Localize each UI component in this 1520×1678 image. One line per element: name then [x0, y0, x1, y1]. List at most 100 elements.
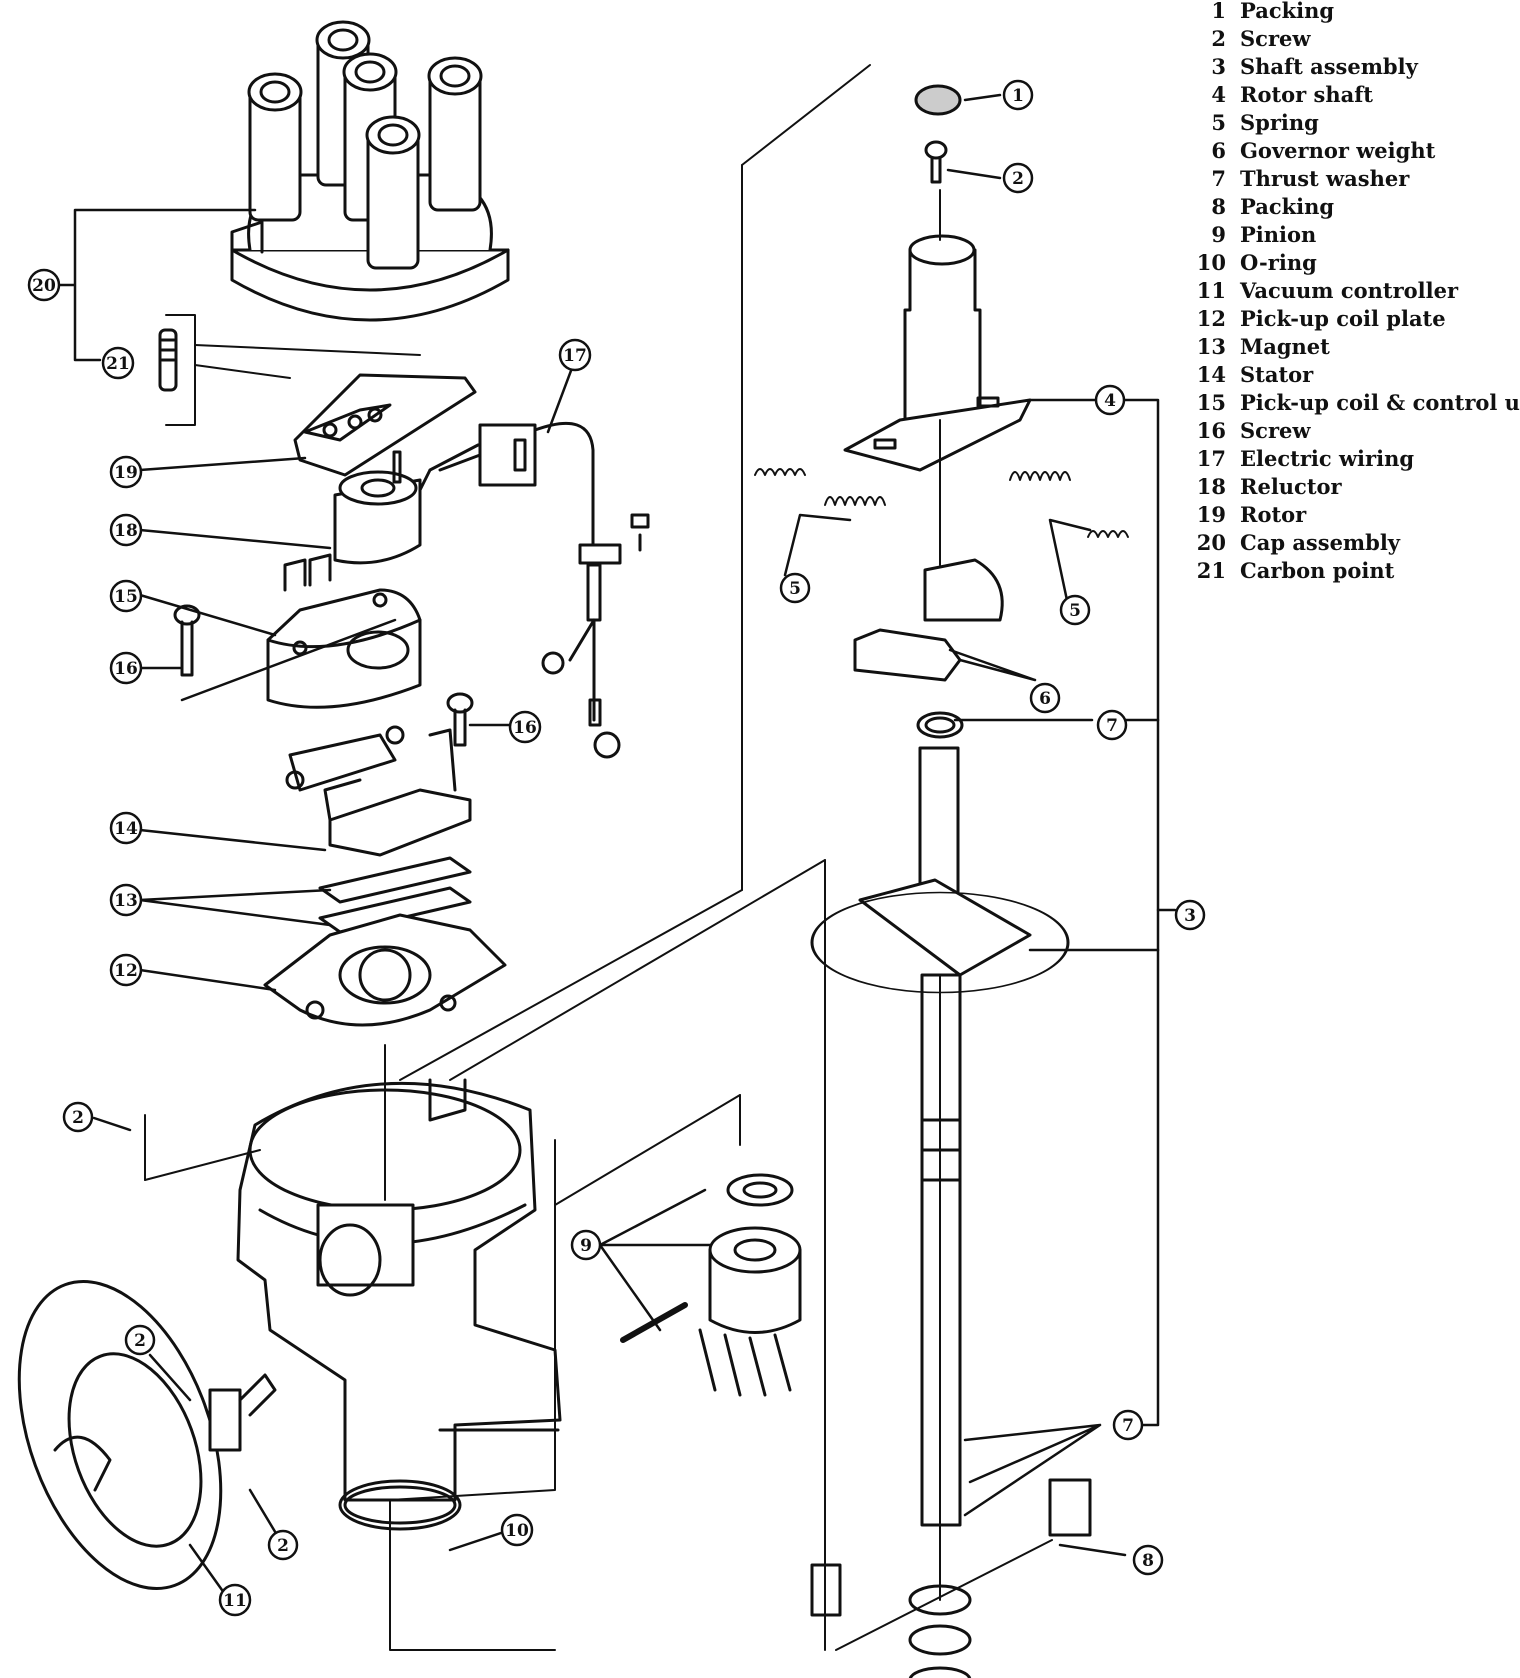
- svg-text:9: 9: [580, 1236, 592, 1256]
- shaft-assembly-drawing: [810, 84, 1092, 1678]
- reluctor-drawing: [333, 450, 422, 565]
- legend-item-name: Reluctor: [1240, 474, 1342, 499]
- legend-item-name: Screw: [1240, 418, 1311, 443]
- legend-item-number: 13: [1196, 334, 1226, 359]
- carbon-point-drawing: [158, 314, 421, 426]
- legend-item-name: Thrust washer: [1240, 166, 1410, 191]
- callout-16a: 16: [109, 651, 143, 685]
- legend-item-number: 12: [1196, 306, 1226, 331]
- callout-leaders: [58, 93, 1177, 1592]
- legend-item-number: 9: [1211, 222, 1226, 247]
- svg-text:20: 20: [32, 276, 56, 296]
- callout-16b: 16: [508, 710, 542, 744]
- callout-4: 4: [1094, 384, 1126, 416]
- svg-text:5: 5: [789, 579, 801, 599]
- svg-text:15: 15: [114, 587, 138, 607]
- legend-item-name: Pinion: [1240, 222, 1317, 247]
- legend-item-name: Shaft assembly: [1240, 54, 1418, 79]
- pickup-coil-plate-drawing: [263, 913, 507, 1027]
- legend-item-number: 7: [1211, 166, 1226, 191]
- legend-item-number: 14: [1196, 362, 1226, 387]
- callout-3: 3: [1174, 899, 1206, 931]
- svg-text:7: 7: [1106, 716, 1118, 736]
- legend-item-name: Spring: [1240, 110, 1319, 135]
- callout-10: 10: [500, 1513, 534, 1547]
- callout-6: 6: [1029, 682, 1061, 714]
- guide-lines: [144, 64, 1053, 1651]
- svg-text:2: 2: [1012, 169, 1024, 189]
- legend-item: 11 Vacuum controller: [1188, 280, 1508, 308]
- legend-item: 5 Spring: [1188, 112, 1508, 140]
- legend-item-name: Pick-up coil plate: [1240, 306, 1446, 331]
- legend-item-number: 15: [1196, 390, 1226, 415]
- svg-text:16: 16: [513, 718, 537, 738]
- legend-item-name: Governor weight: [1240, 138, 1436, 163]
- legend-item-number: 5: [1211, 110, 1226, 135]
- vacuum-controller-drawing: [17, 1280, 277, 1590]
- legend-item-number: 10: [1196, 250, 1226, 275]
- svg-text:1: 1: [1012, 86, 1024, 106]
- callout-5a: 5: [779, 572, 811, 604]
- svg-text:7: 7: [1122, 1416, 1134, 1436]
- legend-item-name: Magnet: [1240, 334, 1330, 359]
- callout-7a: 7: [1096, 709, 1128, 741]
- electric-wiring-drawing: [418, 421, 650, 759]
- svg-text:17: 17: [563, 346, 587, 366]
- callout-5b: 5: [1059, 594, 1091, 626]
- svg-text:6: 6: [1039, 689, 1051, 709]
- callout-15: 15: [109, 579, 143, 613]
- legend-item-name: Vacuum controller: [1240, 278, 1459, 303]
- springs-drawing: [754, 468, 1129, 538]
- legend-item-name: Rotor shaft: [1240, 82, 1373, 107]
- svg-text:14: 14: [114, 819, 138, 839]
- callout-18: 18: [109, 513, 143, 547]
- callout-17: 17: [558, 338, 592, 372]
- legend-item-number: 11: [1196, 278, 1226, 303]
- callout-9: 9: [570, 1229, 602, 1261]
- callout-14: 14: [109, 811, 143, 845]
- svg-text:4: 4: [1104, 391, 1116, 411]
- rotor-drawing: [293, 373, 477, 477]
- svg-text:3: 3: [1184, 906, 1196, 926]
- svg-text:19: 19: [114, 463, 138, 483]
- callout-2d: 2: [1002, 162, 1034, 194]
- callout-11: 11: [218, 1583, 252, 1617]
- svg-text:2: 2: [134, 1331, 146, 1351]
- callout-13: 13: [109, 883, 143, 917]
- legend-item-name: Pick-up coil & control unit: [1240, 390, 1520, 415]
- legend-item: 9 Pinion: [1188, 224, 1508, 252]
- legend-item-number: 20: [1196, 530, 1226, 555]
- legend-item-name: Electric wiring: [1240, 446, 1415, 471]
- callout-20: 20: [27, 268, 61, 302]
- callout-8: 8: [1132, 1544, 1164, 1576]
- legend-item-name: Carbon point: [1240, 558, 1395, 583]
- callout-19: 19: [109, 455, 143, 489]
- distributor-housing-drawing: [236, 1078, 562, 1531]
- legend-item-number: 19: [1196, 502, 1226, 527]
- legend-item: 15 Pick-up coil & control unit: [1188, 390, 1520, 420]
- legend-item-number: 2: [1211, 26, 1226, 51]
- svg-text:16: 16: [114, 659, 138, 679]
- legend-item: 18 Reluctor: [1188, 476, 1508, 504]
- callout-12: 12: [109, 953, 143, 987]
- legend-item: 10 O-ring: [1188, 252, 1508, 280]
- legend-item-name: O-ring: [1240, 250, 1317, 275]
- svg-text:8: 8: [1142, 1551, 1154, 1571]
- callout-markers: 20 21 19 18 15 16 14 13 12 17 16 2 2 2 1…: [27, 79, 1206, 1617]
- legend-item-name: Packing: [1240, 194, 1335, 219]
- svg-text:10: 10: [505, 1521, 529, 1541]
- svg-text:2: 2: [72, 1108, 84, 1128]
- legend-item-number: 18: [1196, 474, 1226, 499]
- legend-item-number: 6: [1211, 138, 1226, 163]
